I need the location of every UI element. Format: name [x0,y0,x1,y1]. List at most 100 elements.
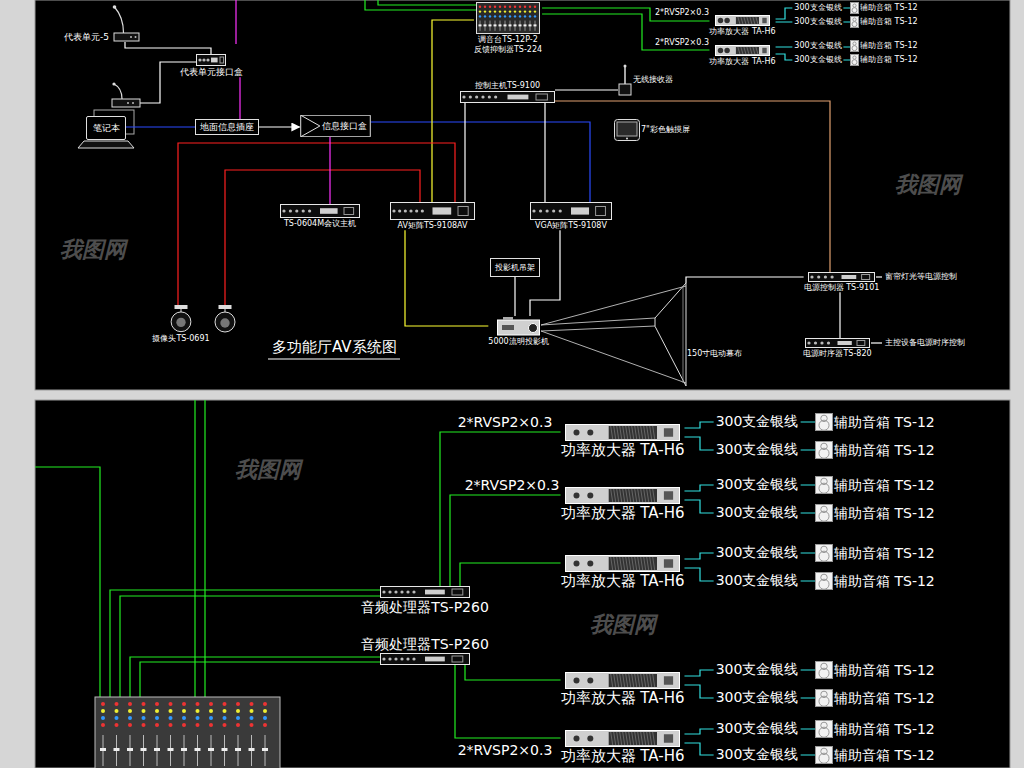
mixer-symbol [236,709,240,713]
mixer-symbol [128,723,132,727]
rack-device: AV矩阵TS-9108AV [390,202,475,230]
rack-device-symbol [842,275,857,279]
rack-device-symbol [202,58,205,61]
wireless-receiver-symbol [618,64,632,96]
power-amplifier: 功率放大器 TA-H6 [561,487,685,522]
layout-wires [541,286,686,325]
rack-device-symbol [531,203,612,220]
mixer-symbol [223,709,227,713]
mixer-symbol [250,702,254,706]
speaker-box-symbol [815,476,833,494]
layout-wires [378,0,476,5]
device-label: 功率放大器 TA-H6 [561,505,685,522]
rack-device-symbol [820,341,823,344]
device-label: 7"彩色触摸屏 [641,125,690,134]
power-amplifier-symbol [609,557,657,570]
power-amplifier-symbol [638,674,640,687]
signal-cable [126,126,195,127]
layout-wires [140,662,380,697]
signal-cable [239,77,240,119]
signal-cable [450,495,561,586]
mixer-symbol [250,716,254,720]
mixer-device-symbol [499,6,501,8]
rack-device-symbol [539,209,542,212]
mixer-symbol [262,748,268,751]
mixer-device-symbol [520,21,521,31]
rack-device-symbol [546,209,549,212]
mixer-device-symbol [484,6,486,8]
rack-device-symbol [552,209,555,212]
power-amplifier-symbol [614,489,616,502]
mixer-symbol [169,716,173,720]
mixer-device-symbol [499,10,501,12]
power-amplifier-symbol [632,489,634,502]
power-amplifier-symbol [614,732,616,745]
power-amplifier-symbol [650,732,652,745]
rack-device-symbol [452,656,463,662]
power-amplifier-symbol [653,426,655,439]
speaker-box-symbol [815,720,833,738]
rack-device-symbol [381,654,470,665]
power-amplifier-symbol [620,674,622,687]
rack-device-symbol [196,54,226,66]
power-amplifier-symbol [629,426,631,439]
power-amplifier-symbol [611,557,613,570]
mixer-symbol [101,709,105,713]
speaker-box-symbol [819,483,829,493]
speaker-box-symbol [816,505,833,522]
mixer-device-symbol [485,21,486,31]
speaker-box: 辅助音箱 TS-12 [815,544,935,562]
rack-device-symbol [282,209,285,212]
rack-device-symbol [380,586,470,598]
mixer-symbol [223,702,227,706]
power-amplifier-symbol [650,557,652,570]
microphone-unit [114,84,122,99]
mixer-device-symbol [509,15,511,17]
speaker-box-symbol [851,41,859,52]
power-amplifier-symbol [587,736,593,742]
rack-device-symbol [404,209,407,212]
rack-device-symbol [857,341,865,346]
speaker-box-symbol [853,56,856,59]
projector-symbol [503,317,513,320]
cable-label: 300支金银线 [714,545,801,560]
device-label: 功率放大器 TA-H6 [561,748,685,765]
rack-device-symbol [596,207,606,216]
mixer-symbol [208,748,214,751]
cable-label: 300支金银线 [714,477,801,492]
microphone-unit-symbol [110,4,140,42]
projector-symbol [498,320,540,335]
mixer-symbol [128,709,132,713]
touch-screen-symbol [615,120,640,141]
power-amplifier-symbol [650,674,652,687]
mixer-symbol [141,748,147,751]
signal-cable [432,20,474,202]
mixer-device-symbol [484,24,487,26]
power-amplifier-symbol [638,489,640,502]
power-amplifier-symbol [644,426,646,439]
rack-device-symbol [494,95,497,98]
camera-symbol [220,318,229,327]
device-label: 电源控制器 TS-9101 [804,283,880,292]
speaker-box-symbol [819,753,829,763]
power-amplifier-symbol [756,47,758,54]
mixer-device-symbol [509,6,511,8]
laptop-base [78,141,134,148]
device-label: TS-0604M会议主机 [284,219,356,228]
device-label: 5000流明投影机 [488,337,548,346]
power-amplifier-symbol [724,48,730,54]
power-amplifier-symbol [626,674,628,687]
mixer-symbol [142,716,146,720]
camera-symbol [171,312,191,332]
speaker-box-symbol [815,441,833,459]
mixer-device-symbol [524,6,526,8]
cable-label: 2*RVSP2×0.3 [653,39,711,48]
rack-device-symbol [344,208,354,215]
mixer-device-symbol [514,24,517,26]
mixer-symbol [169,709,173,713]
speaker-box-symbol [815,544,833,562]
power-amplifier-symbol [574,736,580,742]
rack-device-symbol [810,275,813,278]
power-amplifier-symbol [617,732,619,745]
